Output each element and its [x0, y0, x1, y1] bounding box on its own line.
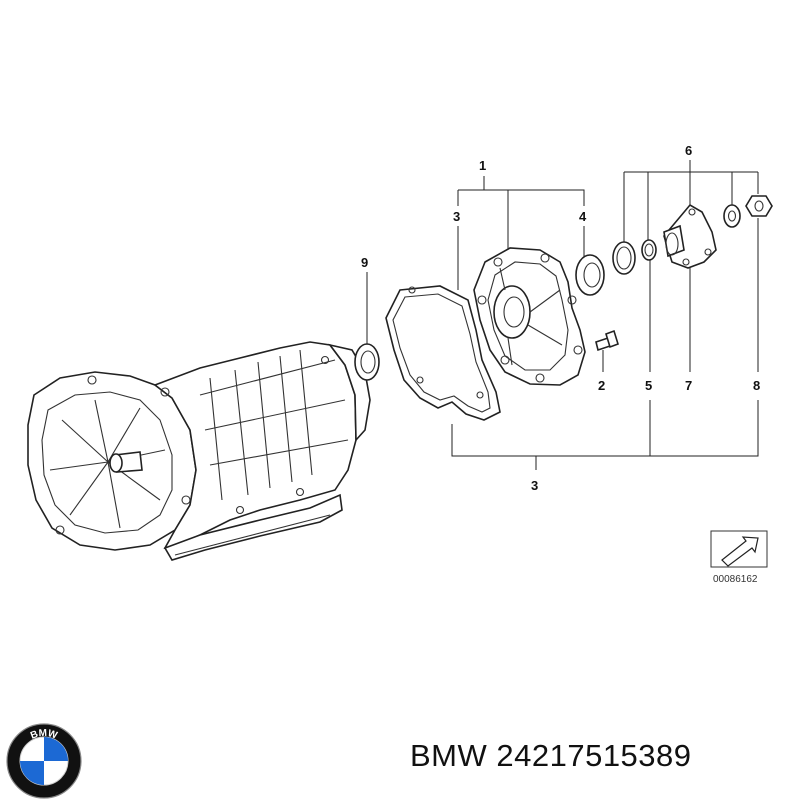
leader-lines: [366, 160, 759, 470]
callout-2: 2: [598, 378, 605, 393]
callout-4: 4: [579, 209, 587, 224]
part-9-shaft-seal: [354, 343, 380, 381]
callout-9: 9: [361, 255, 368, 270]
part-2-bolt: [595, 329, 619, 352]
arrow-icon: [721, 536, 759, 567]
callout-7: 7: [685, 378, 692, 393]
reference-box: 00086162: [710, 530, 768, 585]
reference-code: 00086162: [713, 574, 758, 585]
part-7-output-flange: [663, 203, 717, 269]
callout-5: 5: [645, 378, 652, 393]
logo-letters: BMW: [29, 728, 59, 742]
callout-labels: 1 3 4 6 9 2 5 7 8 3: [361, 143, 760, 493]
transmission-housing: [27, 341, 371, 561]
bmw-logo: BMW: [6, 723, 82, 799]
callout-8: 8: [753, 378, 760, 393]
callout-1: 1: [479, 158, 486, 173]
callout-3-bottom: 3: [531, 478, 538, 493]
part-8-washer-and-nut: [723, 195, 773, 228]
part-1-rear-cover: [473, 247, 586, 386]
callout-3-top: 3: [453, 209, 460, 224]
part-number-caption: BMW 24217515389: [410, 738, 692, 773]
callout-6: 6: [685, 143, 692, 158]
part-4-radial-seal: [575, 254, 605, 296]
part-3-gasket: [385, 285, 501, 421]
